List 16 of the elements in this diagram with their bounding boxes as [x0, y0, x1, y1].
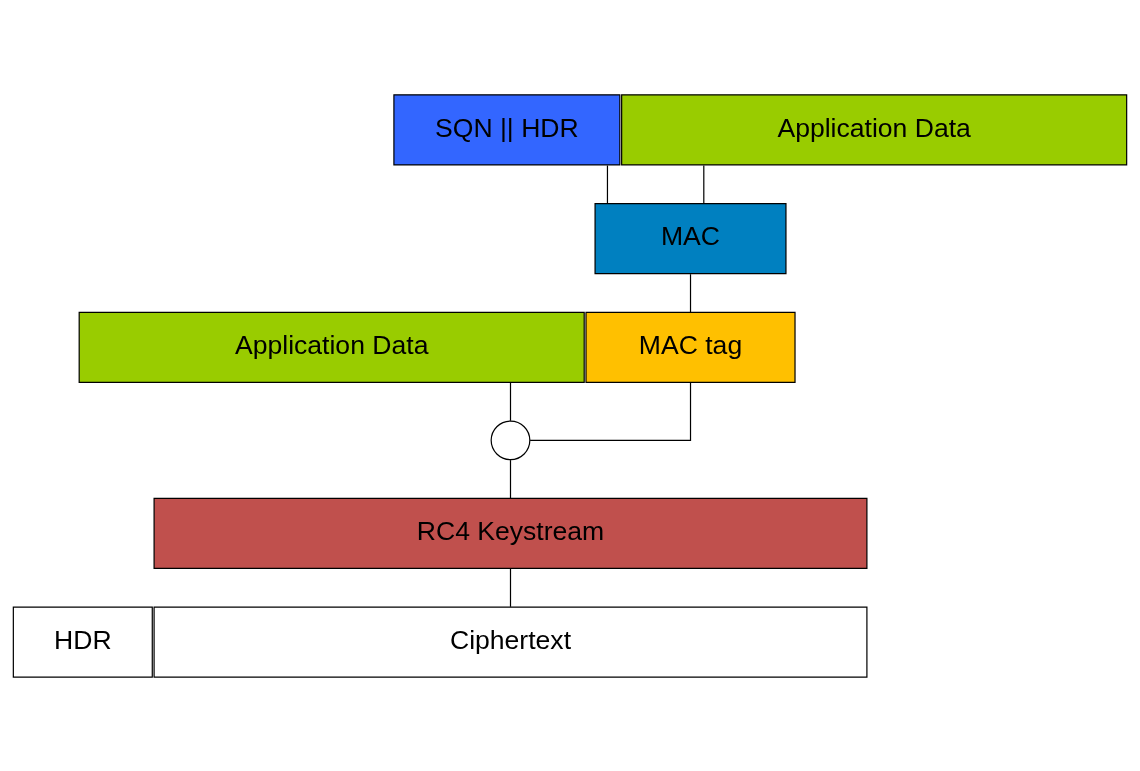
connector — [689, 273, 692, 313]
connector — [509, 381, 512, 421]
node-box: RC4 Keystream — [153, 497, 868, 569]
node-box: HDR — [12, 606, 153, 678]
connector — [606, 164, 609, 204]
node-box: Application Data — [621, 93, 1128, 165]
node-box: MAC tag — [585, 311, 796, 383]
node-circle — [490, 419, 531, 460]
connector — [529, 381, 692, 441]
connector — [703, 164, 705, 204]
node-box: Application Data — [78, 311, 585, 383]
node-box: Ciphertext — [153, 606, 868, 678]
node-box: SQN || HDR — [393, 93, 621, 165]
connector — [509, 567, 512, 607]
connector — [509, 459, 512, 499]
node-box: MAC — [594, 202, 787, 274]
